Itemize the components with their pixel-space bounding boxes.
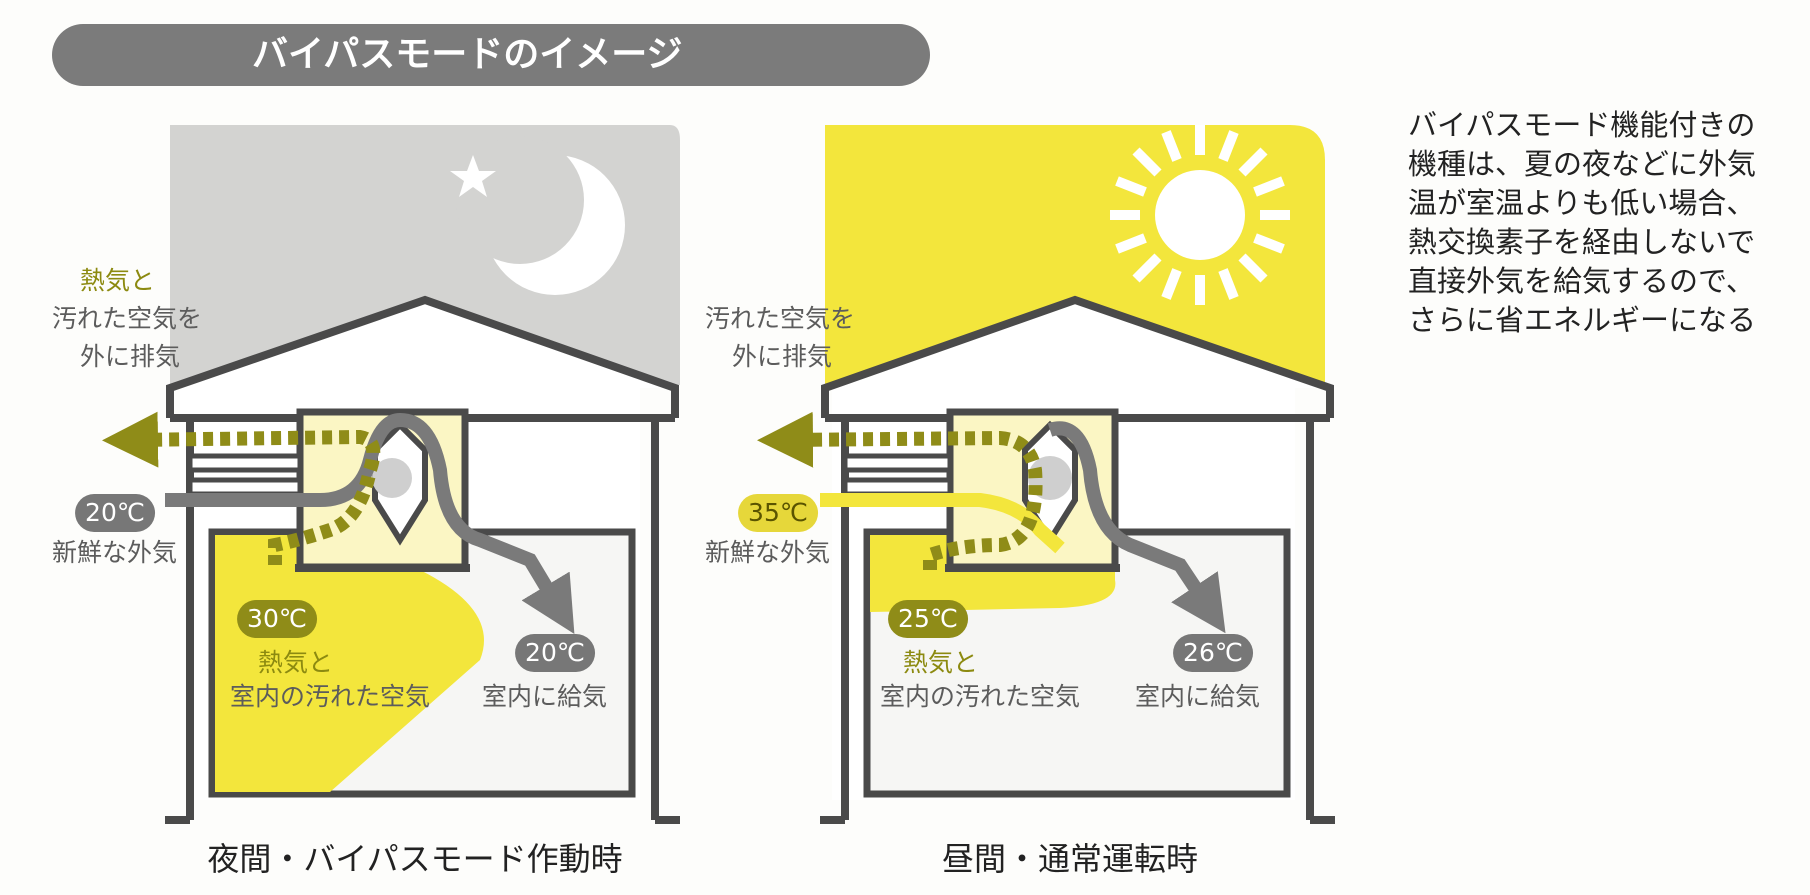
day-outdoor-label: 新鮮な外気	[705, 538, 831, 567]
night-supply-temp-badge: 20℃	[515, 634, 595, 672]
star-icon	[450, 155, 496, 197]
day-room-heat-label: 熱気と	[903, 648, 979, 677]
night-exhaust-label-line2: 外に排気	[80, 342, 181, 371]
roof-left	[166, 295, 679, 418]
night-supply-label: 室内に給気	[482, 682, 608, 711]
day-room-label: 室内の汚れた空気	[880, 682, 1081, 711]
day-supply-temp-badge: 26℃	[1173, 634, 1253, 672]
night-exhaust-heat-label: 熱気と	[80, 266, 156, 295]
day-panel	[757, 125, 1335, 824]
sun-icon	[1110, 125, 1290, 305]
moon-icon	[456, 136, 625, 295]
description-line: 機種は、夏の夜などに外気	[1408, 147, 1757, 181]
day-outdoor-temp-badge: 35℃	[738, 494, 818, 532]
night-room-temp-badge: 30℃	[237, 600, 317, 638]
description-line: 温が室温よりも低い場合、	[1408, 186, 1756, 220]
night-caption: 夜間・バイパスモード作動時	[207, 840, 623, 878]
title-text: バイパスモードのイメージ	[252, 34, 683, 75]
roof-right	[821, 295, 1334, 418]
night-exhaust-label-line1: 汚れた空気を	[52, 304, 203, 333]
night-outdoor-temp-badge: 20℃	[75, 494, 155, 532]
day-supply-label: 室内に給気	[1135, 682, 1261, 711]
day-caption: 昼間・通常運転時	[941, 840, 1199, 878]
night-room-label: 室内の汚れた空気	[230, 682, 431, 711]
description-line: 直接外気を給気するので、	[1408, 264, 1755, 298]
description-line: 熱交換素子を経由しないで	[1408, 225, 1756, 259]
title-banner: バイパスモードのイメージ	[52, 24, 930, 86]
day-exhaust-label-line2: 外に排気	[732, 342, 833, 371]
day-room-temp-badge: 25℃	[888, 600, 968, 638]
day-exhaust-label-line1: 汚れた空気を	[705, 304, 856, 333]
night-panel	[102, 125, 680, 824]
night-outdoor-label: 新鮮な外気	[52, 538, 178, 567]
description-text: バイパスモード機能付きの 機種は、夏の夜などに外気 温が室温よりも低い場合、 熱…	[1408, 106, 1808, 340]
night-room-heat-label: 熱気と	[258, 648, 334, 677]
description-line: さらに省エネルギーになる	[1408, 303, 1757, 337]
description-line: バイパスモード機能付きの	[1408, 108, 1756, 142]
